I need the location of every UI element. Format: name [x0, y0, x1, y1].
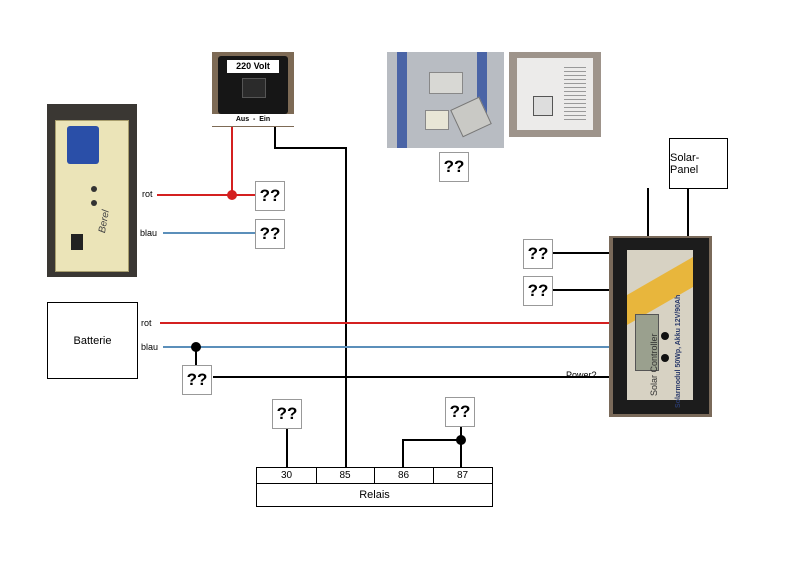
relay-pin-87: 87 — [433, 468, 492, 484]
relay-pin-label: 86 — [397, 470, 410, 481]
switch-voltage-label: 220 Volt — [227, 60, 279, 73]
unknown-marker: ?? — [445, 397, 475, 427]
relay-86-87-wire — [402, 439, 461, 468]
charger-leds — [91, 186, 97, 192]
relay-pin-86: 86 — [374, 468, 434, 484]
breaker-box-vents — [564, 64, 586, 120]
power-label: Power? — [566, 370, 597, 380]
connector-plug — [429, 72, 463, 94]
relay-pin-label: 87 — [456, 470, 469, 481]
controller-side-text: Solarmodul 50Wp, Akku 12V/90Ah — [675, 294, 682, 408]
rot-label: rot — [142, 189, 153, 199]
charger-photo: Berel — [47, 104, 137, 277]
charger-leds — [91, 200, 97, 206]
relay: 30 85 86 87 Relais — [256, 467, 493, 507]
switch-onoff-label: Aus - Ein — [212, 114, 294, 126]
relay-pin-30: 30 — [257, 468, 317, 484]
unknown-marker: ?? — [272, 399, 302, 429]
solar-panel-label: Solar-Panel — [670, 151, 700, 176]
connector-plug — [425, 110, 449, 130]
controller-brand-text: Solar Controller — [649, 333, 659, 396]
unknown-marker: ?? — [523, 276, 553, 306]
charger-socket — [67, 126, 99, 164]
controller-button — [661, 354, 669, 362]
unknown-marker: ?? — [439, 152, 469, 182]
solar-panel-box: Solar-Panel — [669, 138, 728, 189]
controller-button — [661, 332, 669, 340]
unknown-marker: ?? — [523, 239, 553, 269]
breaker-box-photo — [509, 52, 601, 137]
unknown-marker: ?? — [182, 365, 212, 395]
battery-box: Batterie — [47, 302, 138, 379]
blau-label: blau — [140, 228, 158, 238]
battery-label: Batterie — [73, 334, 112, 347]
unknown-marker: ?? — [255, 181, 285, 211]
rot-label: rot — [141, 318, 152, 328]
relay-pin-label: 30 — [280, 470, 293, 481]
breaker-switch — [533, 96, 553, 116]
switch-rocker — [242, 78, 266, 98]
junction-dot — [456, 435, 466, 445]
unknown-marker: ?? — [255, 219, 285, 249]
connector-blue-cable — [477, 52, 487, 122]
controller-lcd — [635, 314, 659, 371]
switch-to-relay-85-wire — [274, 126, 347, 468]
relay-pin-85: 85 — [316, 468, 375, 484]
charger-switch — [71, 234, 83, 250]
connector-blue-cable — [397, 52, 407, 148]
connector-photo — [387, 52, 504, 148]
junction-dot — [227, 190, 237, 200]
relay-label: Relais — [359, 489, 390, 501]
switch-photo: 220 Volt Aus - Ein — [212, 52, 294, 127]
solar-controller-photo: Solar Controller Solarmodul 50Wp, Akku 1… — [609, 236, 712, 417]
blau-label: blau — [141, 342, 159, 352]
relay-pin-label: 85 — [339, 470, 351, 481]
